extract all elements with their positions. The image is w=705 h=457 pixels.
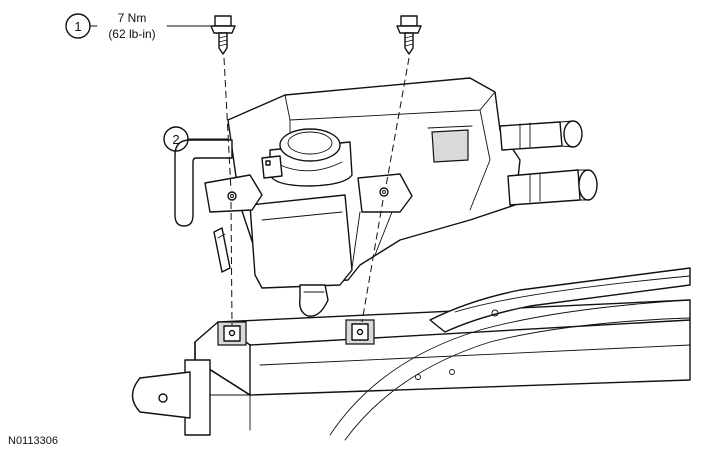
lower-hose-nipple [507,169,598,206]
figure-id: N0113306 [8,435,58,447]
lower-grommet-right [345,319,375,345]
lower-grommet-left [217,321,247,346]
install-lines [223,57,410,326]
callout-1-number: 1 [74,19,81,34]
upper-hose-nipple [499,120,583,151]
radiator-support-frame [131,267,691,441]
callout-2-number: 2 [172,132,179,147]
torque-value-imperial: (62 lb-in) [108,27,155,41]
coolant-reservoir [174,77,598,317]
callout-2: 2 [163,126,229,152]
torque-value-metric: 7 Nm [118,11,147,25]
bolt-left [210,15,236,55]
callout-1: 1 7 Nm (62 lb-in) [65,11,215,41]
bolt-right [396,15,422,55]
